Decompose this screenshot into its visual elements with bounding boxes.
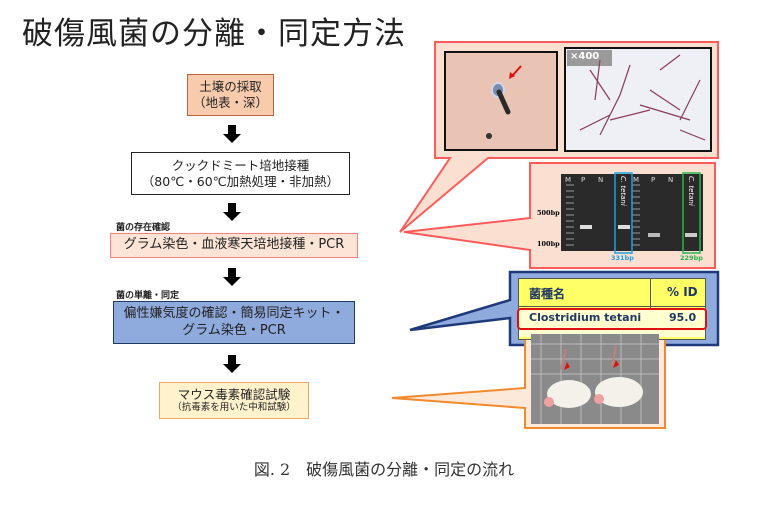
down-arrow-icon — [223, 203, 241, 221]
header-species: 菌種名 — [529, 287, 566, 301]
mouse-test-photo — [531, 334, 659, 424]
sample-label: C. tetani — [619, 176, 627, 206]
down-arrow-icon — [223, 355, 241, 373]
step-isolation-identification: 偏性嫌気度の確認・簡易同定キット・ グラム染色・PCR — [113, 301, 355, 344]
lane-label: M — [633, 176, 640, 184]
lane-label: M — [565, 176, 572, 184]
step-text: 偏性嫌気度の確認・簡易同定キット・ — [123, 306, 345, 322]
species-cell: Clostridium tetani — [529, 311, 642, 324]
lane-label: P — [581, 176, 586, 184]
marker-500bp: 500bp — [537, 209, 560, 217]
step-text: 土壌の採取 — [199, 79, 262, 95]
step-label: 菌の存在確認 — [116, 223, 171, 233]
step-text: クックドミート培地接種 — [171, 157, 310, 173]
down-arrow-icon — [223, 125, 241, 143]
red-arrow-icon — [509, 72, 515, 79]
percent-id-cell: 95.0 — [669, 311, 697, 324]
step-mouse-toxin-test: マウス毒素確認試験 （抗毒素を用いた中和試験） — [159, 382, 309, 419]
magnification-label: ×400 — [570, 51, 600, 62]
step-cooked-meat-inoculation: クックドミート培地接種 （80℃・60℃加熱処理・非加熱） — [131, 152, 350, 195]
lane-label: N — [668, 176, 674, 184]
step-text: マウス毒素確認試験 — [177, 386, 291, 402]
band-size-right: 229bp — [680, 254, 703, 262]
lane-label: P — [651, 176, 656, 184]
sample-label: C. tetani — [687, 176, 695, 206]
figure-caption: 図. 2 破傷風菌の分離・同定の流れ — [253, 460, 515, 479]
step-label: 菌の単離・同定 — [116, 291, 180, 301]
step-text: （80℃・60℃加熱処理・非加熱） — [141, 173, 340, 189]
spore-micrograph — [444, 51, 558, 151]
marker-100bp: 100bp — [537, 240, 560, 248]
step-presence-check: グラム染色・血液寒天培地接種・PCR — [110, 233, 358, 258]
step-text: グラム染色・血液寒天培地接種・PCR — [123, 237, 345, 253]
step-text: （地表・深） — [192, 95, 268, 110]
lane-label: N — [598, 176, 604, 184]
band-size-left: 331bp — [611, 254, 634, 262]
step-soil-sampling: 土壌の採取 （地表・深） — [187, 74, 274, 116]
identification-table: 菌種名 % ID Clostridium tetani 95.0 — [517, 278, 707, 340]
gram-stain-micrograph — [564, 47, 712, 152]
page-title: 破傷風菌の分離・同定方法 — [22, 16, 406, 52]
step-text: （抗毒素を用いた中和試験） — [172, 402, 296, 414]
pcr-gel-image — [561, 172, 703, 254]
header-percent-id: % ID — [667, 285, 698, 299]
down-arrow-icon — [223, 268, 241, 286]
step-text: グラム染色・PCR — [182, 322, 286, 338]
